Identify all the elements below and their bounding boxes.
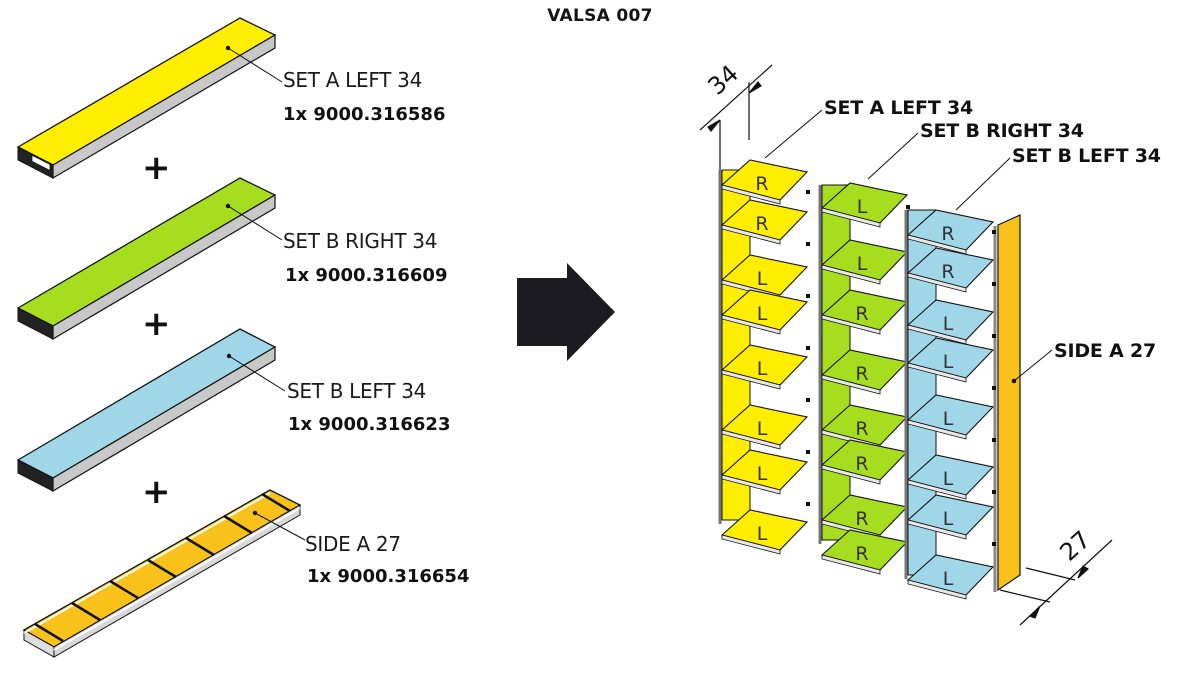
shelf: R [820,529,909,575]
package-set-b-left [16,328,286,493]
shelf: L [720,404,809,450]
package-side-a [22,489,306,658]
shelf-label: L [757,463,768,485]
shelf-label: L [943,568,954,590]
shelf-label: R [855,543,868,565]
shelf: L [820,239,909,285]
shelf-label: L [943,313,954,335]
shelf-label: R [941,223,954,245]
shelf: L [720,289,809,335]
shelf: L [720,449,809,495]
shelf-label: L [857,196,868,218]
shelf-label: L [857,253,868,275]
dimension-27 [999,539,1113,626]
shelf-label: L [757,358,768,380]
arrow-right-icon [517,263,615,361]
callout-set-b-right: SET B RIGHT 34 [920,120,1084,142]
part-code: 1x 9000.316586 [283,104,446,125]
shelf-label: L [943,351,954,373]
part-code: 1x 9000.316654 [307,566,470,587]
part-name: SET B LEFT 34 [287,379,427,403]
shelf: L [720,344,809,390]
callout-set-a-left: SET A LEFT 34 [824,97,974,119]
dimension-34 [699,64,773,170]
part-name: SIDE A 27 [305,532,401,556]
part-name: SET A LEFT 34 [283,68,423,92]
shelf: L [906,337,995,383]
shelf-label: R [855,303,868,325]
shelf: L [906,494,995,540]
part-code: 1x 9000.316623 [288,414,451,435]
shelf: L [820,182,909,228]
package-set-b-right [16,177,283,341]
shelf-label: R [855,418,868,440]
side-a-panel [993,214,1053,592]
shelf-label: L [943,468,954,490]
shelf: L [720,509,809,555]
plus-icon: + [142,304,171,344]
shelf-label: R [941,261,954,283]
shelf-label: L [757,268,768,290]
shelf-label: L [943,408,954,430]
shelf: L [906,299,995,345]
part-code: 1x 9000.316609 [285,265,448,286]
shelf: R [720,199,809,245]
callout-side-a: SIDE A 27 [1054,340,1157,362]
shelf: R [820,289,909,335]
plus-icon: + [142,148,171,188]
shelf-label: L [757,523,768,545]
shelf-label: R [855,508,868,530]
shelf: L [906,454,995,500]
shelf: R [720,159,809,205]
callout-set-b-left: SET B LEFT 34 [1012,145,1161,167]
shelf-label: R [755,213,768,235]
shelf-label: L [943,508,954,530]
shelf-label: L [757,418,768,440]
shelf: R [906,247,995,293]
shelf: R [820,439,909,485]
shelf-label: L [757,303,768,325]
shelf: L [906,394,995,440]
diagram-title: VALSA 007 [547,6,653,26]
plus-icon: + [142,472,171,512]
part-name: SET B RIGHT 34 [283,229,438,253]
shelf-label: R [855,363,868,385]
shelf: L [906,554,995,600]
shelf: R [906,209,995,255]
shelf-label: R [855,453,868,475]
shelf-label: R [755,173,768,195]
package-set-a-left [16,17,283,180]
